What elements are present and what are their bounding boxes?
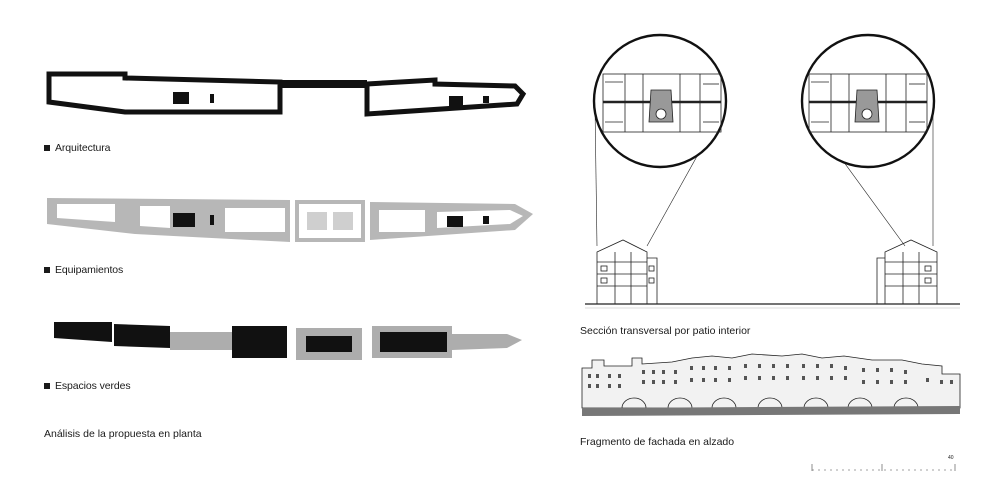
facade-elevation (581, 353, 961, 416)
facade-caption: Fragmento de fachada en alzado (580, 436, 735, 448)
section-drawing (585, 33, 960, 309)
plan-analysis-caption: Análisis de la propuesta en planta (44, 428, 202, 440)
plan-espacios-verdes (54, 322, 522, 360)
legend-label: Espacios verdes (55, 380, 131, 392)
legend-bullet (44, 145, 50, 151)
page-ruler (811, 464, 956, 471)
legend-arquitectura: Arquitectura (44, 142, 111, 154)
facade-windows (588, 364, 953, 388)
detail-plan-right (808, 73, 928, 133)
section-caption: Sección transversal por patio interior (580, 325, 751, 337)
detail-plan-left (602, 73, 722, 133)
legend-bullet (44, 383, 50, 389)
plan-equipamientos (47, 198, 533, 242)
page-number: 40 (948, 455, 954, 461)
legend-label: Arquitectura (55, 142, 111, 154)
section-building-left (596, 239, 658, 304)
legend-espacios-verdes: Espacios verdes (44, 380, 131, 392)
legend-label: Equipamientos (55, 264, 124, 276)
section-building-right (876, 239, 938, 304)
plan-arquitectura (46, 71, 527, 117)
legend-bullet (44, 267, 50, 273)
legend-equipamientos: Equipamientos (44, 264, 123, 276)
facade-arches (621, 397, 919, 409)
facade-ground (582, 406, 960, 416)
